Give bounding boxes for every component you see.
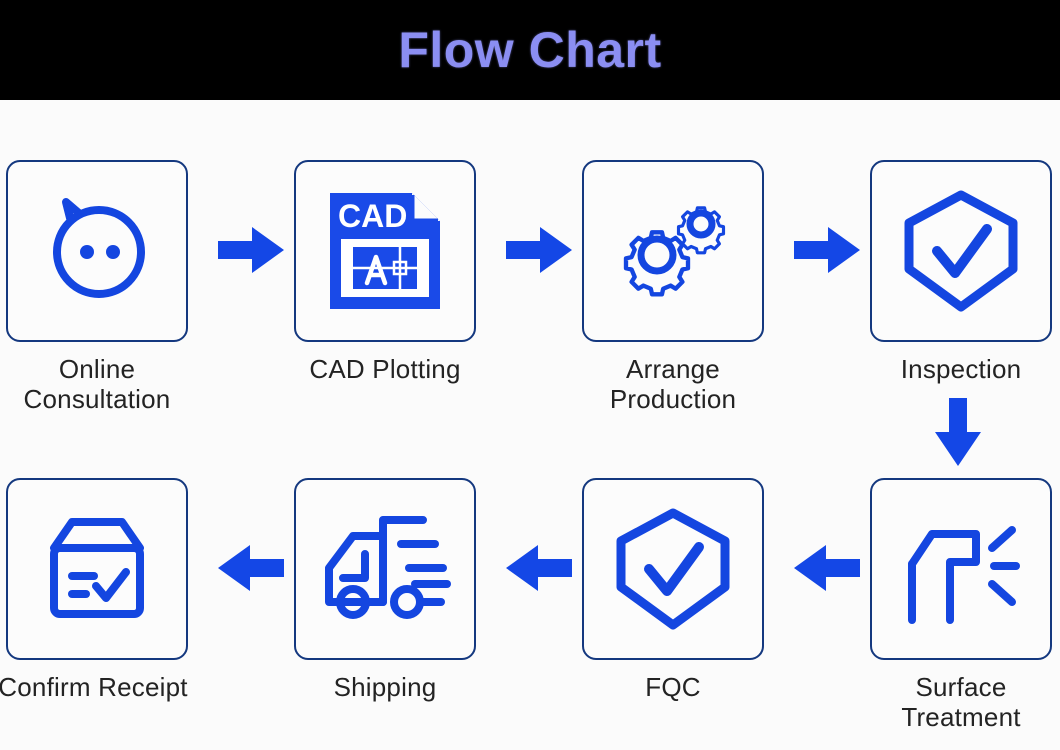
flow-step-fqc[interactable]: FQC xyxy=(580,478,766,702)
cad-document-icon: CAD xyxy=(326,189,444,313)
shield-check-icon xyxy=(611,505,735,633)
step-label-inspection: Inspection xyxy=(900,354,1022,384)
step-label-fqc: FQC xyxy=(645,672,701,702)
gears-icon xyxy=(609,187,737,315)
arrow-inspection-to-surface xyxy=(931,396,985,468)
flow-step-surface-treatment[interactable]: Surface Treatment xyxy=(868,478,1054,732)
step-label-confirm-receipt: Confirm Receipt xyxy=(0,672,188,702)
arrow-production-to-inspection xyxy=(792,223,862,277)
flow-step-shipping[interactable]: Shipping xyxy=(292,478,478,702)
flow-step-arrange-production[interactable]: Arrange Production xyxy=(580,160,766,414)
flow-diagram: Online Consultation CAD xyxy=(0,100,1060,750)
title-banner: Flow Chart xyxy=(0,0,1060,100)
arrow-surface-to-fqc xyxy=(792,541,862,595)
arrow-consultation-to-cad xyxy=(216,223,286,277)
page-title: Flow Chart xyxy=(398,22,662,78)
step-card-confirm-receipt[interactable] xyxy=(6,478,188,660)
step-label-surface-treatment: Surface Treatment xyxy=(901,672,1021,733)
step-label-arrange-production: Arrange Production xyxy=(609,354,737,415)
shield-check-icon xyxy=(899,187,1023,315)
flow-step-inspection[interactable]: Inspection xyxy=(868,160,1054,384)
arrow-fqc-to-shipping xyxy=(504,541,574,595)
spray-gun-icon xyxy=(898,508,1024,630)
step-label-cad-plotting: CAD Plotting xyxy=(309,354,461,384)
delivery-truck-icon xyxy=(319,510,451,628)
flow-step-cad-plotting[interactable]: CAD CAD Plotting xyxy=(292,160,478,384)
step-label-online-consultation: Online Consultation xyxy=(23,354,171,415)
flow-step-confirm-receipt[interactable]: Confirm Receipt xyxy=(0,478,190,702)
step-card-arrange-production[interactable] xyxy=(582,160,764,342)
package-box-check-icon xyxy=(38,510,156,628)
cad-icon-text: CAD xyxy=(338,198,407,234)
speech-bubble-chat-icon xyxy=(36,190,158,312)
arrow-shipping-to-receipt xyxy=(216,541,286,595)
step-card-shipping[interactable] xyxy=(294,478,476,660)
arrow-cad-to-production xyxy=(504,223,574,277)
step-card-surface-treatment[interactable] xyxy=(870,478,1052,660)
step-card-cad-plotting[interactable]: CAD xyxy=(294,160,476,342)
flow-step-online-consultation[interactable]: Online Consultation xyxy=(4,160,190,414)
step-label-shipping: Shipping xyxy=(333,672,437,702)
step-card-inspection[interactable] xyxy=(870,160,1052,342)
step-card-online-consultation[interactable] xyxy=(6,160,188,342)
step-card-fqc[interactable] xyxy=(582,478,764,660)
